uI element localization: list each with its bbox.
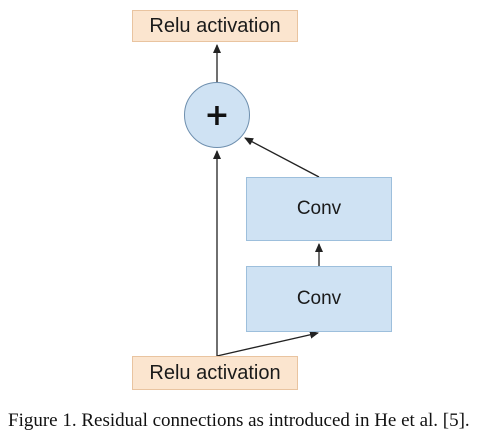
relu-activation-bottom-box: Relu activation <box>132 356 298 390</box>
sum-node: + <box>184 82 250 148</box>
plus-icon: + <box>204 97 230 133</box>
arrow-conv-top-to-sum <box>244 137 320 178</box>
relu-bottom-label: Relu activation <box>149 361 281 384</box>
conv-top-label: Conv <box>296 198 342 219</box>
conv-bottom-label: Conv <box>296 288 342 309</box>
relu-activation-top-box: Relu activation <box>132 10 298 42</box>
relu-top-label: Relu activation <box>149 14 281 37</box>
figure-caption: Figure 1. Residual connections as introd… <box>8 410 470 431</box>
conv-bottom-box: Conv <box>246 266 392 332</box>
conv-top-box: Conv <box>246 177 392 241</box>
arrow-relu-to-conv-bottom <box>216 330 319 357</box>
arrow-layer <box>213 44 323 357</box>
residual-diagram: Relu activation + Conv Conv Relu activat… <box>132 10 392 390</box>
